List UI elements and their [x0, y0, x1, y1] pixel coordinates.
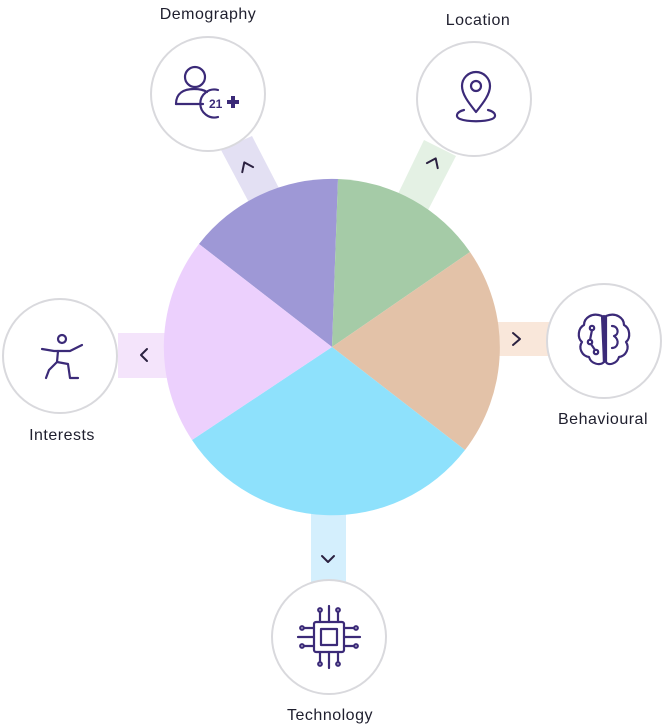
node-label-demography: Demography: [160, 6, 257, 23]
node-circle: [2, 298, 118, 414]
node-circle: [416, 41, 532, 157]
band-interests: [118, 333, 168, 378]
band-behavioural: [496, 322, 550, 356]
band-location: [396, 140, 456, 214]
node-technology[interactable]: Technology: [271, 579, 387, 724]
pie-slice-behavioural[interactable]: [332, 252, 500, 450]
node-behavioural[interactable]: Behavioural: [546, 283, 662, 428]
chevron-up-icon: [425, 157, 439, 170]
chevron-right-icon: [512, 332, 521, 346]
cpu-chip-icon: [296, 604, 362, 670]
node-label-interests: Interests: [29, 427, 95, 444]
node-interests[interactable]: Interests: [2, 298, 118, 444]
chevrons: [140, 157, 521, 563]
person-21-plus-icon: 21: [174, 65, 239, 119]
yoga-pose-icon: [40, 333, 84, 380]
node-label-behavioural: Behavioural: [558, 411, 648, 428]
node-circle: [150, 36, 266, 152]
node-circle: [271, 579, 387, 695]
chevron-left-icon: [140, 348, 148, 362]
node-label-location: Location: [446, 12, 511, 29]
pie-slice-demography[interactable]: [199, 178, 338, 347]
pie-slice-technology[interactable]: [192, 347, 465, 516]
band-demography: [221, 136, 283, 210]
band-technology: [311, 508, 346, 584]
brain-icon: [577, 313, 631, 366]
location-pin-icon: [455, 70, 497, 123]
pie-chart: [163, 178, 500, 516]
pie-slice-interests[interactable]: [163, 244, 332, 440]
chevron-up-icon: [241, 161, 255, 174]
pie-slice-location[interactable]: [332, 179, 470, 347]
age-badge-text: 21: [209, 97, 223, 111]
node-label-technology: Technology: [287, 707, 373, 724]
node-location[interactable]: Location: [416, 12, 532, 157]
node-demography[interactable]: 21 Demography: [150, 6, 266, 152]
connector-bands: [118, 136, 550, 584]
chevron-down-icon: [321, 555, 335, 563]
